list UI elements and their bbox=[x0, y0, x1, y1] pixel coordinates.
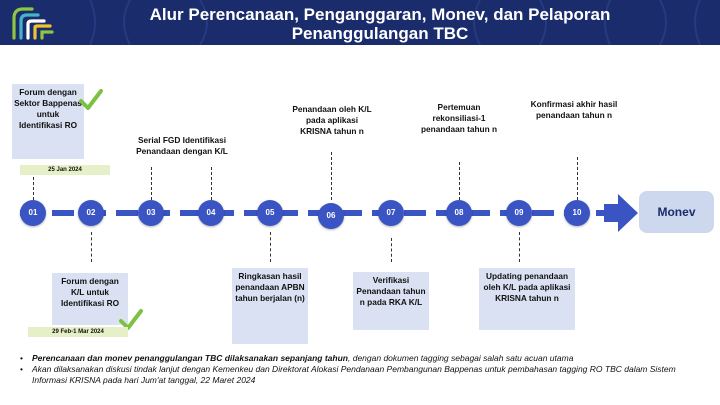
connector-03b bbox=[211, 167, 212, 200]
step-node-04: 04 bbox=[198, 200, 224, 226]
step-node-09: 09 bbox=[506, 200, 532, 226]
step-node-08: 08 bbox=[446, 200, 472, 226]
note-1-emphasis: Perencanaan dan monev penanggulangan TBC… bbox=[32, 353, 348, 363]
note-1-text: Perencanaan dan monev penanggulangan TBC… bbox=[32, 353, 573, 364]
step-1-box: Forum dengan Sektor Bappenas untuk Ident… bbox=[12, 84, 84, 159]
header-banner: Alur Perencanaan, Penganggaran, Monev, d… bbox=[0, 0, 720, 45]
note-item-1: • Perencanaan dan monev penanggulangan T… bbox=[20, 353, 710, 364]
connector-03a bbox=[151, 167, 152, 200]
connector-07 bbox=[391, 238, 392, 262]
arrow-icon bbox=[604, 194, 638, 232]
note-1-rest: , dengan dokumen tagging sebagai salah s… bbox=[348, 353, 574, 363]
bullet-icon: • bbox=[20, 353, 23, 363]
logo-icon bbox=[12, 7, 54, 40]
step-1-date: 25 Jan 2024 bbox=[20, 165, 110, 175]
step-9-box: Updating penandaan oleh K/L pada aplikas… bbox=[479, 268, 575, 330]
header-pattern bbox=[89, 0, 701, 45]
title-line-2: Penanggulangan TBC bbox=[291, 24, 469, 43]
step-8-label: Pertemuan rekonsiliasi-1 penandaan tahun… bbox=[420, 102, 498, 134]
monev-box: Monev bbox=[639, 191, 714, 233]
step-node-03: 03 bbox=[138, 200, 164, 226]
step-7-box: Verifikasi Penandaan tahun n pada RKA K/… bbox=[353, 272, 429, 330]
step-node-05: 05 bbox=[257, 200, 283, 226]
bullet-icon: • bbox=[20, 364, 23, 374]
step-node-07: 07 bbox=[378, 200, 404, 226]
connector-02 bbox=[91, 232, 92, 262]
step-2-box: Forum dengan K/L untuk Identifikasi RO bbox=[52, 273, 128, 325]
checkmark-icon bbox=[79, 89, 103, 110]
connector-08 bbox=[459, 162, 460, 200]
connector-01 bbox=[33, 167, 34, 200]
title-line-1: Alur Perencanaan, Penganggaran, Monev, d… bbox=[149, 5, 611, 24]
step-2-date: 29 Feb-1 Mar 2024 bbox=[28, 327, 128, 337]
step-node-06: 06 bbox=[318, 203, 344, 229]
connector-05 bbox=[270, 232, 271, 262]
step-node-02: 02 bbox=[78, 200, 104, 226]
step-3-4-label: Serial FGD Identifikasi Penandaan dengan… bbox=[136, 135, 228, 156]
checkmark-icon bbox=[119, 309, 143, 330]
note-2-text: Akan dilaksanakan diskusi tindak lanjut … bbox=[32, 364, 676, 385]
notes-list: • Perencanaan dan monev penanggulangan T… bbox=[20, 353, 710, 386]
step-6-label: Penandaan oleh K/L pada aplikasi KRISNA … bbox=[292, 104, 372, 136]
step-10-label: Konfirmasi akhir hasil penandaan tahun n bbox=[530, 99, 618, 120]
connector-10 bbox=[577, 157, 578, 200]
connector-09 bbox=[519, 232, 520, 262]
page-title: Alur Perencanaan, Penganggaran, Monev, d… bbox=[70, 5, 690, 43]
note-item-2: • Akan dilaksanakan diskusi tindak lanju… bbox=[20, 364, 710, 386]
step-5-box: Ringkasan hasil penandaan APBN tahun ber… bbox=[232, 268, 308, 344]
step-node-01: 01 bbox=[20, 200, 46, 226]
step-node-10: 10 bbox=[564, 200, 590, 226]
connector-06 bbox=[331, 152, 332, 200]
